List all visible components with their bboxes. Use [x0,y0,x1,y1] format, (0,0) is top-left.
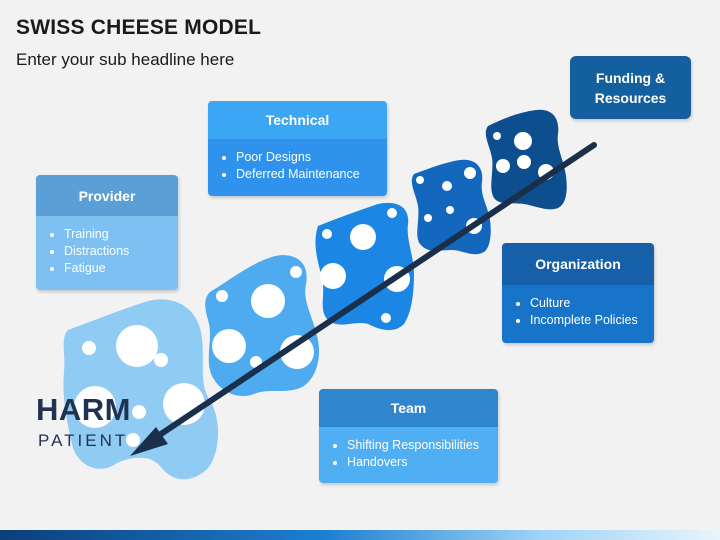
technical-box: Technical Poor Designs Deferred Maintena… [208,101,387,196]
funding-resources-box: Funding & Resources [570,56,691,119]
technical-title: Technical [208,101,387,139]
cheese-slice-1 [63,299,219,480]
list-item: Training [64,226,168,243]
bottom-accent-bar [0,530,720,540]
list-item: Deferred Maintenance [236,166,377,183]
team-list: Shifting Responsibilities Handovers [319,427,498,483]
list-item: Culture [530,295,644,312]
provider-box: Provider Training Distractions Fatigue [36,175,178,290]
page-subtitle: Enter your sub headline here [16,50,235,69]
organization-title: Organization [502,243,654,285]
list-item: Shifting Responsibilities [347,437,488,454]
list-item: Distractions [64,243,168,260]
funding-title-line1: Funding & [595,69,666,86]
organization-list: Culture Incomplete Policies [502,285,654,343]
cheese-slice-2 [205,255,320,396]
harm-label: HARM [36,392,131,427]
list-item: Handovers [347,454,488,471]
list-item: Poor Designs [236,149,377,166]
organization-box: Organization Culture Incomplete Policies [502,243,654,343]
list-item: Incomplete Policies [530,312,644,329]
hazard-trajectory-arrow [130,142,597,456]
team-box: Team Shifting Responsibilities Handovers [319,389,498,483]
cheese-slice-3 [315,202,414,331]
technical-list: Poor Designs Deferred Maintenance [208,139,387,196]
funding-title-line2: Resources [594,89,667,106]
page-title: SWISS CHEESE MODEL [16,16,262,39]
patient-label: PATIENT [38,431,129,450]
provider-title: Provider [36,175,178,216]
cheese-slice-5 [485,109,567,210]
team-title: Team [319,389,498,427]
list-item: Fatigue [64,260,168,277]
provider-list: Training Distractions Fatigue [36,216,178,290]
